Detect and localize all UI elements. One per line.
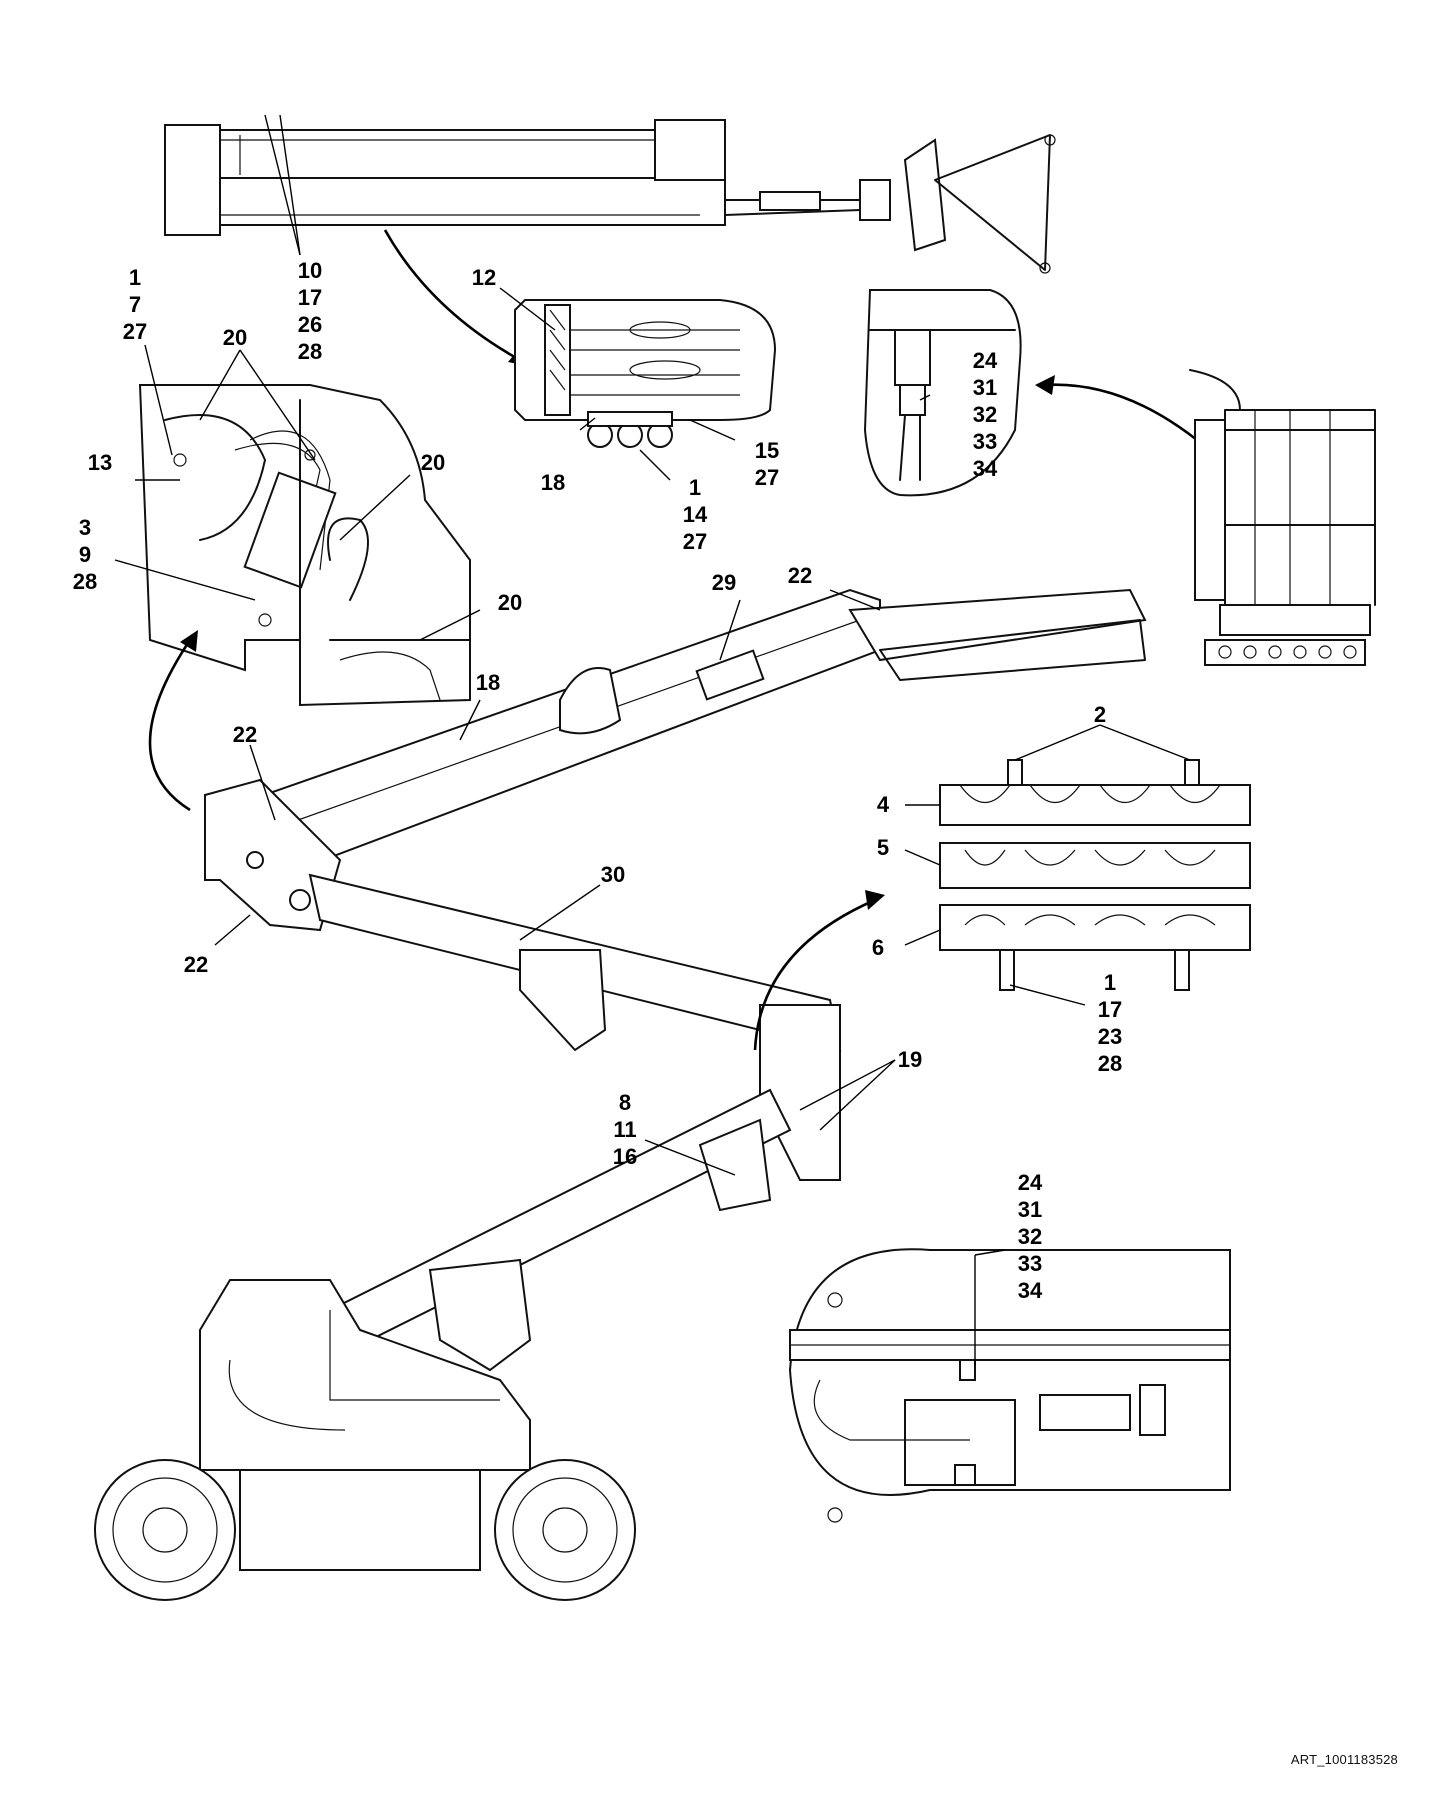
connector-detail-top (863, 289, 1022, 497)
detail-arrow-stack (753, 898, 876, 1051)
callout-number: 29 (712, 570, 736, 595)
callout-4: 4 (877, 792, 890, 817)
callout-number: 26 (298, 312, 322, 337)
callout-number: 6 (872, 935, 884, 960)
callout-number: 15 (755, 438, 779, 463)
callout-18-mid: 18 (476, 670, 500, 695)
callout-number: 28 (73, 569, 97, 594)
callout-number: 28 (298, 339, 322, 364)
callout-19: 19 (898, 1047, 922, 1072)
callout-number: 17 (1098, 997, 1122, 1022)
callout-number: 27 (683, 529, 707, 554)
callout-18-top: 18 (541, 470, 565, 495)
callout-number: 1 (1104, 970, 1116, 995)
callout-number: 22 (233, 722, 257, 747)
callout-number: 14 (683, 502, 708, 527)
callout-number: 20 (421, 450, 445, 475)
callout-number: 13 (88, 450, 112, 475)
callout-number: 9 (79, 542, 91, 567)
callout-number: 30 (601, 862, 625, 887)
callout-number: 17 (298, 285, 322, 310)
art-number: ART_1001183528 (1290, 1752, 1398, 1767)
callout-number: 24 (973, 348, 998, 373)
callout-number: 19 (898, 1047, 922, 1072)
callout-20-b: 20 (421, 450, 445, 475)
callout-12: 12 (472, 265, 496, 290)
callout-number: 31 (973, 375, 997, 400)
callout-number: 10 (298, 258, 322, 283)
callout-number: 3 (79, 515, 91, 540)
callout-22-top: 22 (788, 563, 812, 588)
callout-number: 22 (184, 952, 208, 977)
callout-number: 33 (1018, 1251, 1042, 1276)
callout-number: 8 (619, 1090, 631, 1115)
callout-number: 32 (1018, 1224, 1042, 1249)
boom-top-view (164, 119, 1056, 274)
callout-20-c: 20 (498, 590, 522, 615)
callout-number: 34 (1018, 1278, 1043, 1303)
callout-number: 2 (1094, 702, 1106, 727)
callout-22-left-top: 22 (233, 722, 257, 747)
connector-detail-bottom (788, 1248, 1231, 1523)
callout-number: 23 (1098, 1024, 1122, 1049)
callout-number: 16 (613, 1144, 637, 1169)
callout-number: 5 (877, 835, 889, 860)
callout-number: 7 (129, 292, 141, 317)
callout-number: 20 (498, 590, 522, 615)
callout-number: 22 (788, 563, 812, 588)
turntable-detail (138, 384, 471, 707)
clamp-stack-detail (939, 759, 1251, 991)
callout-number: 1 (689, 475, 701, 500)
callout-number: 31 (1018, 1197, 1042, 1222)
detail-arrow-12 (383, 229, 521, 362)
callout-number: 28 (1098, 1051, 1122, 1076)
callout-29: 29 (712, 570, 736, 595)
callout-2: 2 (1094, 702, 1106, 727)
callout-number: 18 (541, 470, 565, 495)
callout-number: 18 (476, 670, 500, 695)
callout-number: 27 (123, 319, 147, 344)
callout-number: 12 (472, 265, 496, 290)
detail-arrow-turntable (148, 639, 192, 812)
callout-number: 32 (973, 402, 997, 427)
callout-30: 30 (601, 862, 625, 887)
callout-number: 33 (973, 429, 997, 454)
callout-6: 6 (872, 935, 884, 960)
callout-number: 1 (129, 265, 141, 290)
hose-guide-detail (514, 299, 777, 448)
callout-number: 27 (755, 465, 779, 490)
callout-number: 4 (877, 792, 890, 817)
callout-number: 11 (613, 1117, 636, 1142)
callout-5: 5 (877, 835, 889, 860)
callout-number: 24 (1018, 1170, 1043, 1195)
detail-arrow-connector (1044, 383, 1216, 456)
callout-22-left-bottom: 22 (184, 952, 208, 977)
callout-20-a: 20 (223, 325, 247, 350)
callout-number: 20 (223, 325, 247, 350)
callout-13: 13 (88, 450, 112, 475)
callout-number: 34 (973, 456, 998, 481)
leader-lines (114, 114, 1191, 1365)
main-machine (94, 369, 1376, 1601)
